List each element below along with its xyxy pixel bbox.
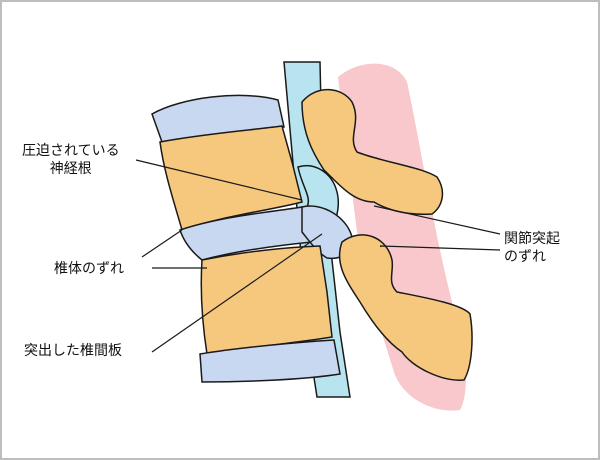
- label-vertebral-body-shift-text: 椎体のずれ: [54, 261, 124, 277]
- leader-herniated-disc: [151, 233, 323, 353]
- label-compressed-nerve-root-line-2: 神経根: [49, 161, 92, 177]
- label-facet-joint-shift: 関節突起 のずれ: [504, 230, 560, 266]
- lower-vertebral-body: [200, 245, 333, 355]
- label-compressed-nerve-root: 圧迫されている 神経根: [22, 142, 120, 178]
- bottom-disc: [199, 339, 341, 383]
- lower-posterior-process: [338, 234, 473, 381]
- upper-posterior-process: [301, 88, 444, 216]
- middle-disc: [179, 206, 313, 261]
- leader-nerve-root: [135, 159, 303, 201]
- label-herniated-disc: 突出した椎間板: [24, 342, 122, 360]
- label-herniated-disc-text: 突出した椎間板: [24, 343, 122, 359]
- upper-vertebral-body: [159, 125, 303, 231]
- leader-facet-2: [379, 245, 501, 251]
- label-facet-joint-shift-line-2: のずれ: [504, 249, 546, 265]
- leader-facet-1: [373, 205, 501, 235]
- label-facet-joint-shift-line-1: 関節突起: [504, 231, 560, 247]
- label-compressed-nerve-root-line-1: 圧迫されている: [22, 143, 120, 159]
- label-vertebral-body-shift: 椎体のずれ: [54, 260, 124, 278]
- leader-vertebral-shift: [141, 229, 183, 258]
